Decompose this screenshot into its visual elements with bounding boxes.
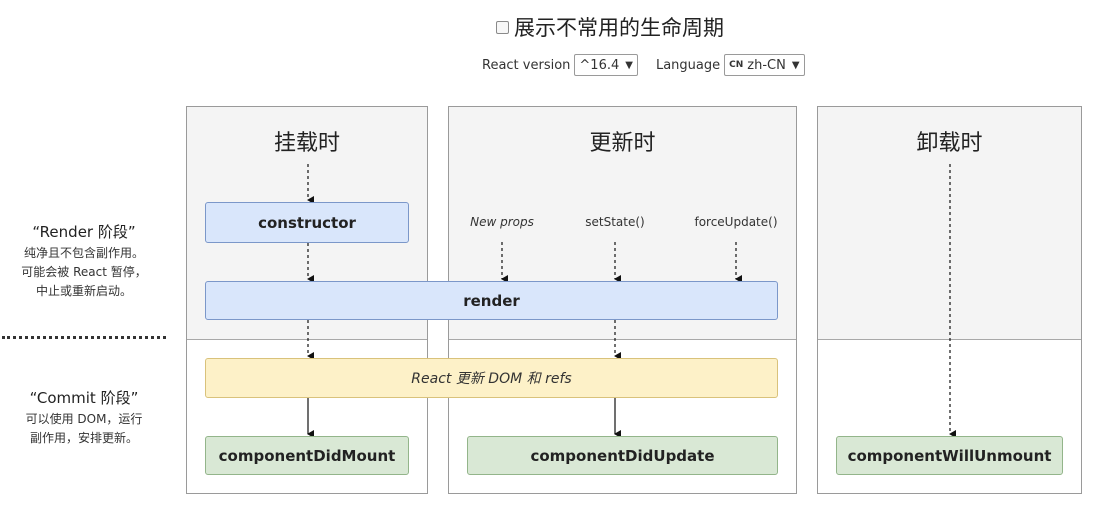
setstate-trigger: setState() bbox=[585, 215, 645, 229]
render-phase-desc-line: 中止或重新启动。 bbox=[35, 284, 132, 298]
commit-phase-desc-line: 可以使用 DOM，运行 bbox=[25, 412, 143, 426]
render-phase-desc-line: 可能会被 React 暂停， bbox=[21, 265, 147, 279]
react-updates-dom-box: React 更新 DOM 和 refs bbox=[205, 358, 778, 398]
unmounting-title: 卸载时 bbox=[916, 131, 983, 156]
react-version-value: ^16.4 bbox=[579, 57, 620, 73]
show-uncommon-lifecycles-toggle[interactable]: 展示不常用的生命周期 bbox=[496, 12, 724, 42]
render-phase-description: 纯净且不包含副作用。 可能会被 React 暂停， 中止或重新启动。 bbox=[0, 244, 168, 301]
chevron-down-icon: ▼ bbox=[791, 59, 800, 71]
constructor-box: constructor bbox=[205, 202, 409, 243]
updating-title: 更新时 bbox=[589, 131, 656, 156]
chevron-down-icon: ▼ bbox=[625, 59, 633, 71]
language-label: Language bbox=[655, 57, 721, 73]
language-value: zh-CN bbox=[747, 57, 786, 73]
phase-divider bbox=[2, 336, 166, 339]
unmounting-render-phase-area bbox=[818, 107, 1081, 340]
render-box: render bbox=[205, 281, 778, 320]
commit-phase-title: “Commit 阶段” bbox=[29, 389, 139, 407]
react-version-select[interactable]: ^16.4 ▼ bbox=[574, 54, 638, 76]
render-phase-title: “Render 阶段” bbox=[32, 223, 136, 241]
component-will-unmount-box: componentWillUnmount bbox=[836, 436, 1063, 475]
commit-phase-desc-line: 副作用，安排更新。 bbox=[29, 431, 138, 445]
show-uncommon-checkbox[interactable] bbox=[496, 20, 509, 34]
forceupdate-trigger: forceUpdate() bbox=[694, 215, 778, 229]
react-version-label: React version bbox=[482, 57, 571, 73]
new-props-trigger: New props bbox=[470, 215, 534, 229]
language-select[interactable]: CN zh-CN ▼ bbox=[724, 54, 805, 76]
language-flag-icon: CN bbox=[729, 60, 744, 70]
render-phase-desc-line: 纯净且不包含副作用。 bbox=[23, 246, 144, 260]
mounting-title: 挂载时 bbox=[273, 131, 340, 156]
settings-controls: React version ^16.4 ▼ Language CN zh-CN … bbox=[482, 54, 823, 76]
component-did-update-box: componentDidUpdate bbox=[467, 436, 778, 475]
commit-phase-description: 可以使用 DOM，运行 副作用，安排更新。 bbox=[0, 410, 168, 448]
show-uncommon-label: 展示不常用的生命周期 bbox=[514, 16, 724, 40]
component-did-mount-box: componentDidMount bbox=[205, 436, 409, 475]
